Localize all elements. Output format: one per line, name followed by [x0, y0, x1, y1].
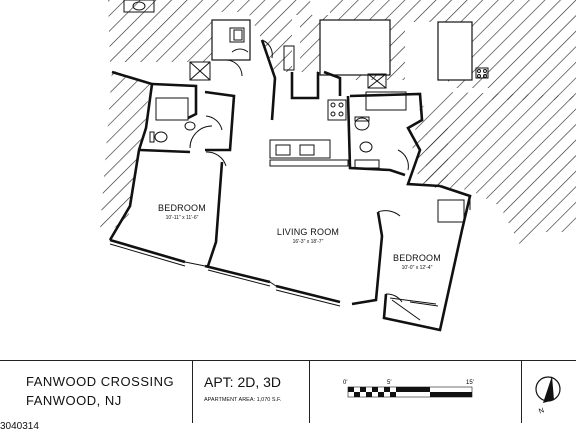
bedroom-1-label: BEDROOM 10'-11" x 11'-6": [142, 203, 222, 221]
upper-rooms: [211, 19, 473, 81]
title-divider-3: [521, 361, 522, 423]
fixtures: [109, 0, 489, 321]
bedroom-2-name: BEDROOM: [393, 253, 441, 263]
scale-bar: 0' 5' 15': [340, 375, 490, 410]
title-divider-2: [309, 361, 310, 423]
north-arrow-icon: [543, 376, 554, 403]
scale-checker: [348, 387, 472, 397]
living-room-label: LIVING ROOM 16'-3" x 18'-7": [266, 227, 350, 245]
north-arrow: N: [533, 369, 563, 424]
bedroom-1-name: BEDROOM: [158, 203, 206, 213]
north-label: N: [538, 407, 545, 415]
property-location: FANWOOD, NJ: [26, 393, 122, 408]
living-room-dims: 16'-3" x 18'-7": [292, 239, 324, 245]
scale-label-0: 0': [343, 380, 347, 386]
title-divider-1: [192, 361, 193, 423]
apartment-number: APT: 2D, 3D: [204, 374, 282, 390]
title-block: FANWOOD CROSSING FANWOOD, NJ APT: 2D, 3D…: [0, 360, 576, 423]
apartment-area: APARTMENT AREA: 1,070 S.F.: [204, 397, 282, 403]
scale-label-5: 5': [387, 380, 391, 386]
floor-plan-drawing: [100, 0, 576, 332]
property-name: FANWOOD CROSSING: [26, 374, 175, 389]
bedroom-2-dims: 10'-0" x 12'-4": [401, 265, 433, 271]
document-id: 3040314: [0, 421, 39, 432]
bedroom-1-dims: 10'-11" x 11'-6": [165, 215, 199, 221]
scale-label-15: 15': [466, 380, 474, 386]
living-room-name: LIVING ROOM: [276, 227, 340, 237]
bedroom-2-label: BEDROOM 10'-0" x 12'-4": [377, 253, 457, 271]
walls: [108, 39, 472, 332]
floor-plan: BEDROOM 10'-11" x 11'-6" LIVING ROOM 16'…: [100, 0, 576, 332]
